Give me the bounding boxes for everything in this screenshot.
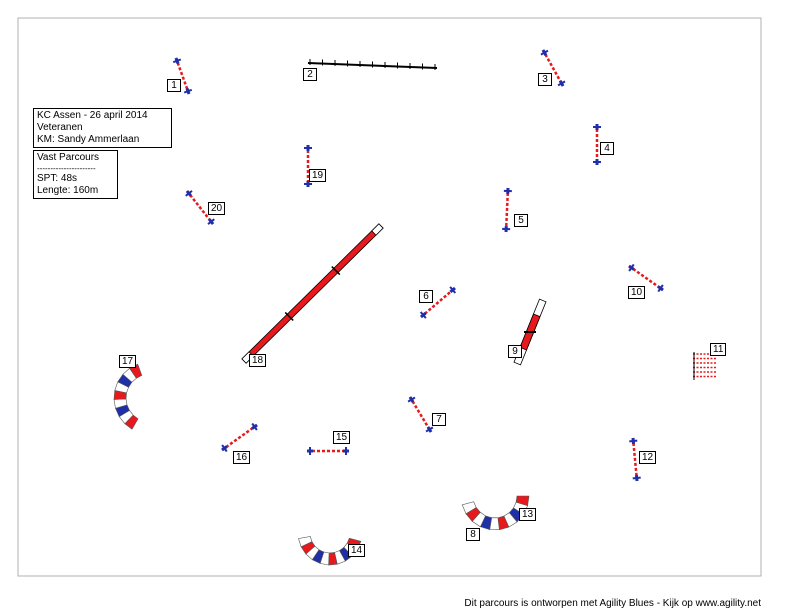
hurdle-post-10-a [628, 264, 635, 271]
judge-name: KM: Sandy Ammerlaan [37, 134, 140, 145]
obstacle-label-7: 7 [432, 413, 446, 426]
hurdle-bar-1 [174, 57, 191, 95]
dogwalk-support-18-0 [284, 311, 294, 321]
obstacle-label-6: 6 [419, 290, 433, 303]
obstacle-label-18: 18 [249, 354, 267, 367]
dogwalk-zone-end-18 [371, 223, 384, 236]
hurdle-bar-20 [186, 190, 214, 225]
obstacle-label-12: 12 [639, 451, 657, 464]
course-info-box: Vast Parcours ---------------------- SPT… [33, 150, 118, 199]
obstacle-label-15: 15 [333, 431, 351, 444]
obstacle-label-13: 13 [519, 508, 537, 521]
hurdle-bar-16 [221, 423, 258, 452]
hurdle-post-12-b [634, 474, 639, 482]
hurdle-post-20-b [208, 218, 215, 225]
obstacle-label-11: 11 [710, 343, 727, 356]
field-border [17, 17, 762, 577]
hurdle-post-7-a [408, 396, 415, 403]
hurdle-post-6-a [420, 311, 427, 319]
obstacle-label-17: 17 [119, 355, 137, 368]
obstacle-label-19: 19 [309, 169, 327, 182]
event-title: KC Assen - 26 april 2014 [37, 110, 148, 121]
obstacle-label-16: 16 [233, 451, 251, 464]
obstacle-label-8: 8 [466, 528, 480, 541]
hurdle-bar-7 [408, 396, 433, 433]
course-spt: SPT: 48s [37, 173, 78, 184]
hurdle-post-3-b [558, 80, 565, 87]
obstacle-label-14: 14 [348, 544, 366, 557]
tunnel-14-segment-9 [298, 536, 313, 548]
dogwalk-support-18-1 [331, 266, 341, 276]
obstacle-label-1: 1 [167, 79, 181, 92]
event-info-box: KC Assen - 26 april 2014 Veteranen KM: S… [33, 108, 172, 148]
obstacle-label-20: 20 [208, 202, 226, 215]
obstacle-label-3: 3 [538, 73, 552, 86]
obstacle-label-5: 5 [514, 214, 528, 227]
hurdle-bar-10 [628, 264, 664, 292]
hurdle-bar-3 [541, 49, 565, 87]
obstacle-label-4: 4 [600, 142, 614, 155]
hurdle-post-12-a [631, 437, 636, 445]
hurdle-bar-6 [420, 287, 456, 318]
hurdle-post-3-a [541, 49, 548, 56]
hurdle-bar-12 [631, 437, 639, 482]
course-length: Lengte: 160m [37, 185, 99, 196]
hurdle-post-16-a [221, 445, 228, 452]
obstacle-label-10: 10 [628, 286, 646, 299]
course-type: Vast Parcours [37, 152, 100, 163]
hurdle-post-16-b [251, 423, 258, 430]
hurdle-post-10-b [657, 285, 664, 292]
hurdle-post-6-b [449, 286, 456, 294]
course-divider: ---------------------- [37, 164, 96, 173]
hurdle-post-20-a [185, 190, 192, 197]
tunnel-13-segment-9 [461, 501, 477, 515]
hurdle-post-1-b [185, 87, 191, 95]
hurdle-bar-5 [504, 187, 510, 233]
class-name: Veteranen [37, 122, 83, 133]
hurdle-post-7-b [426, 426, 433, 433]
obstacle-label-9: 9 [508, 345, 522, 358]
obstacle-label-2: 2 [303, 68, 317, 81]
footer-credit: Dit parcours is ontworpen met Agility Bl… [464, 598, 761, 609]
hurdle-post-1-a [174, 57, 180, 65]
